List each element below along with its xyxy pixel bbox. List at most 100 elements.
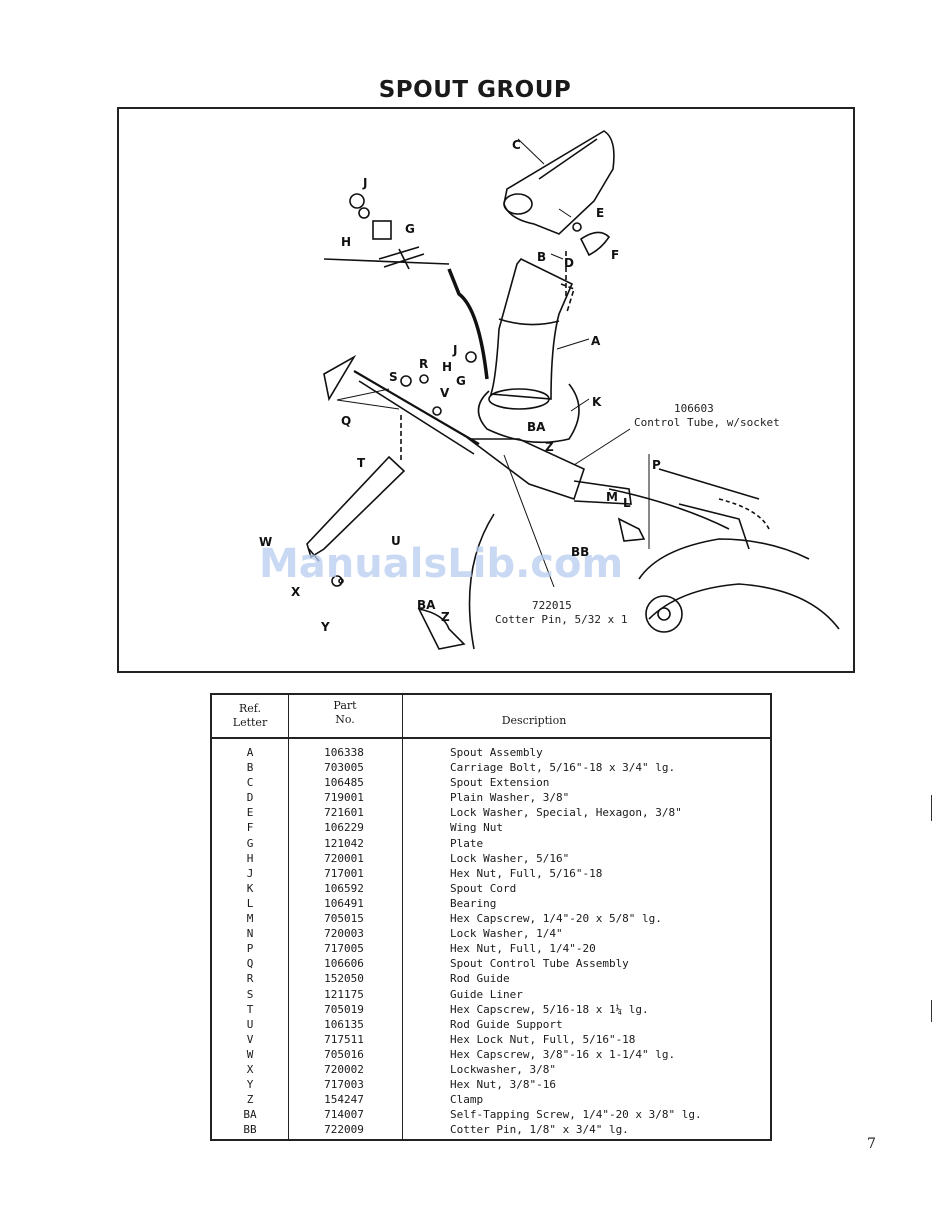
table-row: H 720001 Lock Washer, 5/16"	[212, 851, 770, 866]
description: Guide Liner	[450, 987, 523, 1001]
label-q: Q	[341, 414, 351, 428]
description: Cotter Pin, 1/8" x 3/4" lg.	[450, 1123, 629, 1137]
page-title: SPOUT GROUP	[378, 77, 572, 103]
column-divider	[288, 695, 289, 737]
watermark: ManualsLib.com	[259, 541, 623, 587]
column-divider	[402, 695, 403, 1139]
part-number: 106229	[324, 821, 364, 835]
diagram-linework	[306, 130, 840, 650]
table-row: BB 722009 Cotter Pin, 1/8" x 3/4" lg.	[212, 1122, 770, 1137]
description: Rod Guide	[450, 972, 510, 986]
label-f: F	[611, 248, 619, 262]
scan-edge-mark	[931, 795, 932, 821]
label-h: H	[341, 235, 351, 249]
description: Hex Capscrew, 1/4"-20 x 5/8" lg.	[450, 912, 662, 926]
control-tube-part-no: 106603	[674, 402, 714, 415]
ref-letter: BB	[243, 1123, 257, 1137]
label-ba: BA	[527, 420, 546, 434]
part-number: 720002	[324, 1062, 364, 1076]
description: Spout Extension	[450, 776, 550, 790]
label-z2: Z	[441, 610, 450, 624]
ref-letter: BA	[243, 1108, 257, 1122]
description: Rod Guide Support	[450, 1017, 563, 1031]
ref-letter: V	[246, 1032, 254, 1046]
label-m: M	[606, 490, 618, 504]
ref-letter: T	[246, 1002, 254, 1016]
cotter-pin-desc: Cotter Pin, 5/32 x 1	[495, 613, 627, 626]
spout-exploded-view: ManualsLib.com C J G H E B D F A R J H G…	[259, 130, 840, 650]
part-number: 722009	[324, 1123, 364, 1137]
description: Plain Washer, 3/8"	[450, 791, 570, 805]
ref-letter: W	[246, 1047, 254, 1061]
parts-diagram: ManualsLib.com C J G H E B D F A R J H G…	[117, 107, 855, 673]
table-row: U 106135 Rod Guide Support	[212, 1017, 770, 1032]
ref-letter: P	[246, 942, 254, 956]
part-number: 717511	[324, 1032, 364, 1046]
label-p: P	[652, 458, 661, 472]
part-number: 721601	[324, 806, 364, 820]
part-number: 705019	[324, 1002, 364, 1016]
cotter-pin-part-no: 722015	[532, 599, 572, 612]
header-ref-letter: Ref. Letter	[212, 702, 288, 730]
ref-letter: R	[246, 972, 254, 986]
header-description: Description	[501, 714, 567, 727]
ref-letter: F	[246, 821, 254, 835]
description: Spout Control Tube Assembly	[450, 957, 629, 971]
description: Hex Nut, Full, 1/4"-20	[450, 942, 596, 956]
label-y: Y	[320, 620, 330, 634]
label-bb: BB	[571, 545, 589, 559]
part-number: 106135	[324, 1017, 364, 1031]
part-number: 154247	[324, 1093, 364, 1107]
table-row: L 106491 Bearing	[212, 896, 770, 911]
label-x: X	[291, 585, 301, 599]
header-part-no: Part No.	[288, 699, 402, 727]
control-tube-desc: Control Tube, w/socket	[634, 416, 780, 429]
label-e: E	[596, 206, 604, 220]
ref-letter: D	[246, 791, 254, 805]
part-number: 717003	[324, 1078, 364, 1092]
description: Hex Nut, 3/8"-16	[450, 1078, 556, 1092]
label-s: S	[389, 370, 398, 384]
header-part-line1: Part	[333, 699, 357, 712]
description: Lock Washer, 5/16"	[450, 851, 570, 865]
label-b: B	[537, 250, 546, 264]
part-number: 720001	[324, 851, 364, 865]
label-l: L	[623, 496, 631, 510]
part-number: 705016	[324, 1047, 364, 1061]
description: Bearing	[450, 896, 497, 910]
ref-letter: L	[246, 896, 254, 910]
ref-letter: N	[246, 927, 254, 941]
part-number: 705015	[324, 912, 364, 926]
description: Lock Washer, Special, Hexagon, 3/8"	[450, 806, 682, 820]
description: Self-Tapping Screw, 1/4"-20 x 3/8" lg.	[450, 1108, 702, 1122]
part-number: 106606	[324, 957, 364, 971]
label-j2: J	[452, 343, 457, 357]
header-part-line2: No.	[335, 713, 355, 726]
part-number: 106338	[324, 746, 364, 759]
ref-letter: U	[246, 1017, 254, 1031]
header-ref-line1: Ref.	[239, 702, 261, 715]
part-number: 121042	[324, 836, 364, 850]
ref-letter: H	[246, 851, 254, 865]
label-k: K	[592, 395, 602, 409]
ref-letter: K	[246, 881, 254, 895]
label-z: Z	[545, 440, 554, 454]
part-number: 106491	[324, 896, 364, 910]
